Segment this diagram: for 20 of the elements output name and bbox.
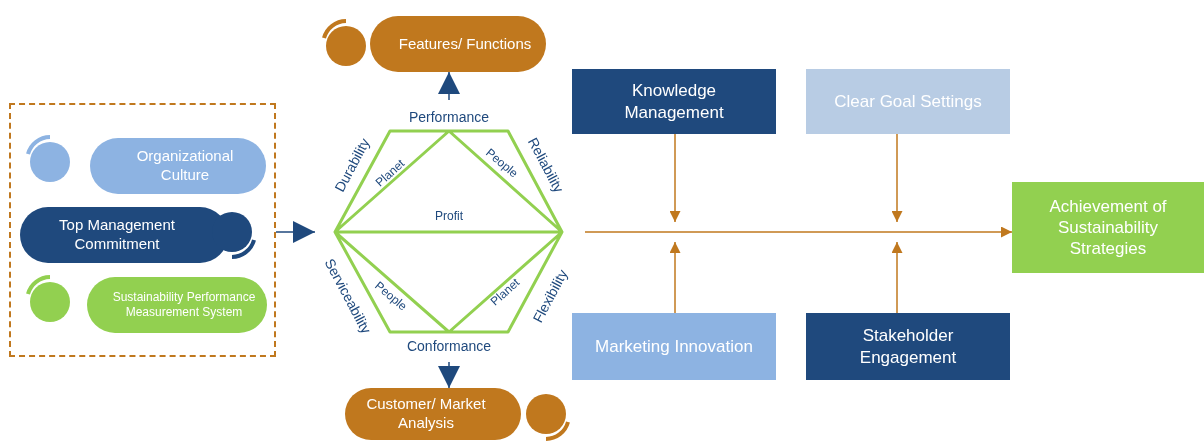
pill-box: Sustainability Performance Measurement System [87, 277, 267, 333]
arrow [891, 133, 903, 223]
process-box: Clear Goal Settings [806, 69, 1010, 134]
arrow [275, 221, 316, 243]
process-box: Stakeholder Engagement [806, 313, 1010, 380]
arrow [891, 241, 903, 314]
arrow [438, 361, 460, 389]
pill-box: Customer/ Market Analysis [345, 388, 521, 440]
process-box: Achievement of Sustainability Strategies [1012, 182, 1204, 273]
process-box: Marketing Innovation [572, 313, 776, 380]
segment-label: Conformance [407, 339, 491, 353]
arrow [669, 241, 681, 314]
segment-label: Profit [435, 210, 463, 222]
process-box: Knowledge Management [572, 69, 776, 134]
segment-label: Performance [408, 110, 490, 124]
pill-box: Organizational Culture [90, 138, 266, 194]
arrow [438, 71, 460, 101]
pill-box: Features/ Functions [370, 16, 546, 72]
arrow [584, 226, 1013, 238]
arrow [669, 133, 681, 223]
